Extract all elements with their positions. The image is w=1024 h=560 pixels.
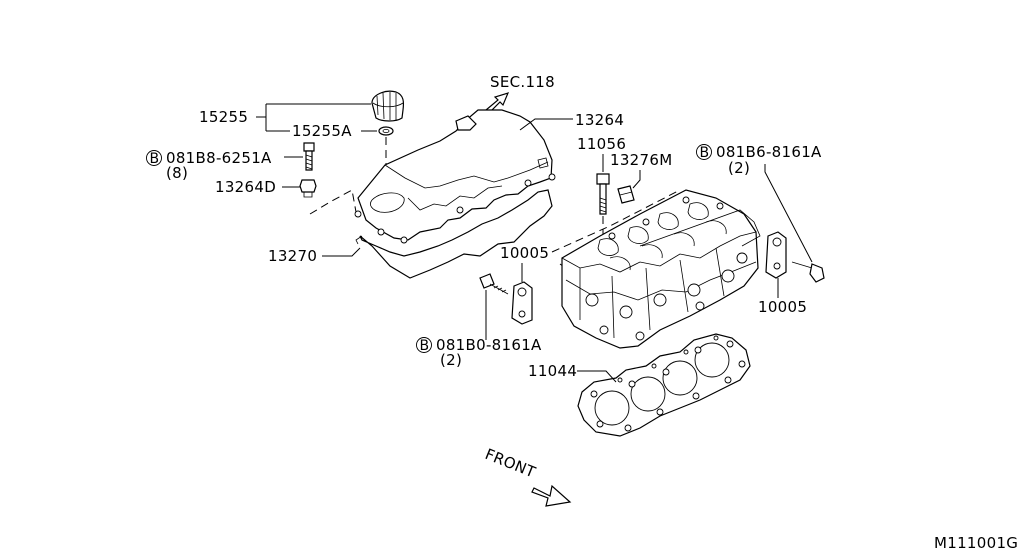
part-label-11056: 11056 [577,135,626,153]
part-label-10005-right: 10005 [758,298,807,316]
circle-b-icon: B [420,338,430,354]
left-gasket-10005 [511,281,533,325]
part-label-11044: 11044 [528,362,577,380]
diagram-id: M111001G [934,534,1018,552]
part-label-15255a: 15255A [292,122,352,140]
part-label-081b6-8161a: 081B6-8161A [716,143,822,161]
cover-grommet [299,179,317,198]
front-arrow-icon [531,484,572,507]
rocker-cover-gasket [355,189,553,279]
right-bracket-bolt [791,261,825,283]
part-qty-2-left: (2) [440,351,462,369]
circle-b-icon: B [150,151,160,167]
sec-118-label: SEC.118 [490,73,555,91]
part-label-13264d: 13264D [215,178,276,196]
part-label-13270: 13270 [268,247,317,265]
part-label-081b8-6251a: 081B8-6251A [166,149,272,167]
cover-bolt [303,142,315,171]
oil-filler-cap [371,90,405,122]
right-gasket-10005 [765,231,787,279]
head-gasket [577,333,751,437]
left-bracket-bolt [479,273,509,295]
part-qty-8: (8) [166,164,188,182]
part-label-13264: 13264 [575,111,624,129]
plug-13276m [617,185,635,204]
part-label-15255: 15255 [199,108,248,126]
circle-b-icon: B [700,145,710,161]
sec-118-reference: SEC.118 [485,73,555,114]
part-label-081b0-8161a: 081B0-8161A [436,336,542,354]
front-label: FRONT [483,445,539,482]
head-bolt [596,173,610,215]
part-label-13276m: 13276M [610,151,672,169]
part-qty-2-right: (2) [728,159,750,177]
part-label-10005-left: 10005 [500,244,549,262]
cylinder-head [551,189,761,349]
filler-cap-gasket [378,126,394,136]
rocker-cover [354,109,556,244]
